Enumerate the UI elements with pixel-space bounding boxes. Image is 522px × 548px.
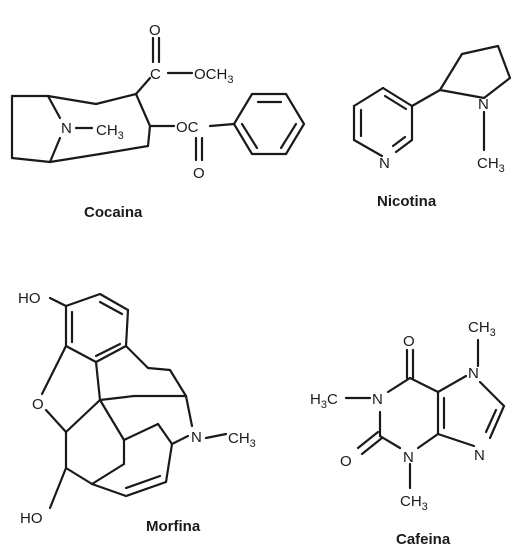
caffeine-bottom-methyl-label: CH3 [400, 493, 428, 513]
cocaine-name-label: Cocaina [84, 204, 143, 221]
cocaine-atom-labels: O C OCH3 N CH3 OC O [61, 22, 233, 182]
cocaine-bonds [10, 36, 306, 164]
nicotine-pyrrolidine-nitrogen: N [478, 96, 489, 113]
nicotine-atom-labels: N N CH3 [379, 96, 505, 175]
morphine-ether-oxygen: O [32, 396, 44, 413]
cocaine-carbonyl-oxygen: O [149, 22, 161, 39]
nicotine-bonds [352, 44, 512, 158]
cocaine-nitrogen: N [61, 120, 72, 137]
caffeine-name-label: Cafeina [396, 531, 451, 548]
nicotine-pyridine-nitrogen: N [379, 155, 390, 172]
morphine-structure: HO O N CH3 HO Morfina [18, 290, 256, 535]
caffeine-atom-labels: CH3 O H3C N N O N N CH3 [310, 319, 496, 513]
nicotine-name-label: Nicotina [377, 193, 437, 210]
caffeine-n7-nitrogen: N [468, 365, 479, 382]
morphine-nitrogen: N [191, 429, 202, 446]
nicotine-structure: N N CH3 Nicotina [352, 44, 512, 210]
cocaine-benzoyl-oxygen: O [193, 165, 205, 182]
nicotine-n-methyl-label: CH3 [477, 155, 505, 175]
caffeine-bonds [344, 338, 506, 490]
caffeine-top-methyl-label: CH3 [468, 319, 496, 339]
caffeine-n3-nitrogen: N [403, 449, 414, 466]
caffeine-n1-nitrogen: N [372, 391, 383, 408]
morphine-atom-labels: HO O N CH3 HO [18, 290, 256, 527]
morphine-top-hydroxyl: HO [18, 290, 41, 307]
caffeine-structure: CH3 O H3C N N O N N CH3 Cafeina [310, 319, 506, 548]
morphine-bonds [40, 292, 228, 510]
morphine-bottom-hydroxyl: HO [20, 510, 43, 527]
caffeine-n9-nitrogen: N [474, 447, 485, 464]
morphine-name-label: Morfina [146, 518, 201, 535]
cocaine-structure: O C OCH3 N CH3 OC O Cocaina [10, 22, 306, 221]
cocaine-n-methyl-label: CH3 [96, 122, 124, 142]
cocaine-ester-carbon: C [150, 66, 161, 83]
caffeine-bottom-oxygen: O [340, 453, 352, 470]
cocaine-benzoyl-oc-label: OC [176, 119, 199, 136]
morphine-n-methyl-label: CH3 [228, 430, 256, 450]
caffeine-left-methyl-label: H3C [310, 391, 338, 411]
cocaine-methoxy-label: OCH3 [194, 66, 233, 86]
caffeine-top-oxygen: O [403, 333, 415, 350]
